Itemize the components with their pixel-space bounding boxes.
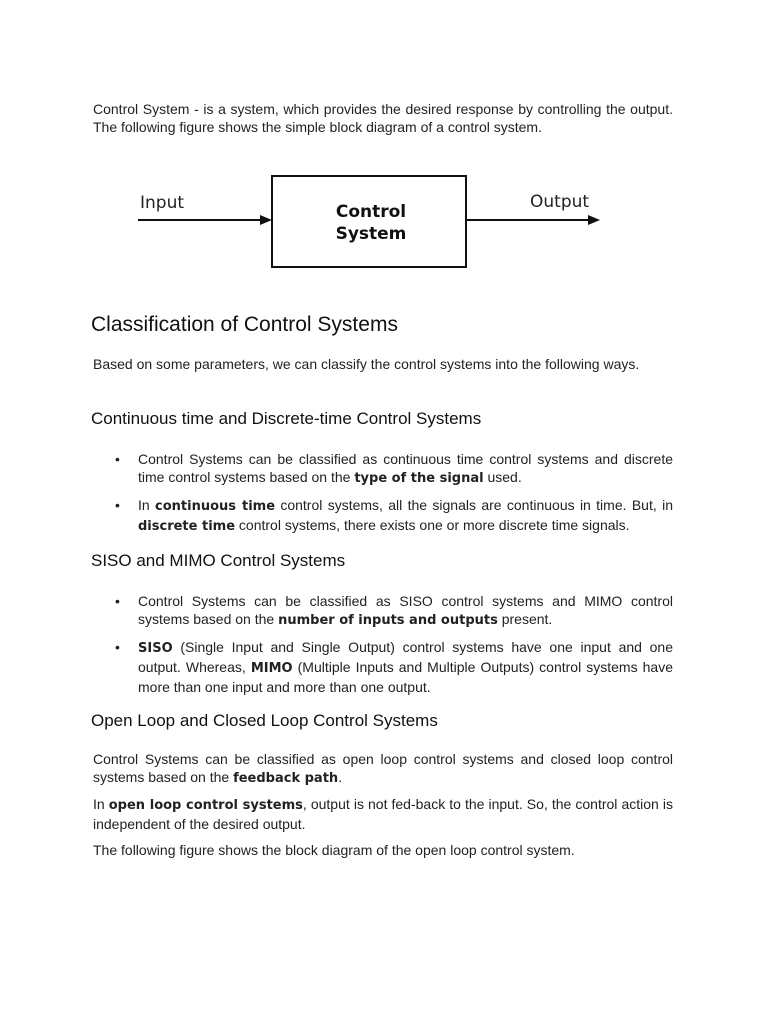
text-run: Control Systems can be classified as ope… [93,751,673,785]
list-item: • In continuous time control systems, al… [115,496,673,536]
bold-term: SISO [138,641,173,656]
classification-heading: Classification of Control Systems [91,313,398,336]
continuous-heading: Continuous time and Discrete-time Contro… [91,409,482,428]
bold-term: type of the signal [354,471,484,486]
intro-paragraph: Control System - is a system, which prov… [93,101,673,135]
text-run: , output is not fed-back to the input. S… [93,796,673,832]
bold-term: continuous time [155,499,276,514]
text-run: control systems, there exists one or mor… [235,517,630,533]
diagram-output-label: Output [530,192,589,212]
bullet-marker: • [115,639,120,655]
text-run: (Multiple Inputs and Multiple Outputs) c… [138,659,673,695]
box-label-line1: Control [336,202,406,222]
text-run: present. [497,611,553,627]
bold-term: feedback path [233,771,339,786]
bold-term: open loop control systems [108,798,303,813]
text-run: In [93,796,109,812]
box-label-line2: System [336,224,407,244]
list-item: • SISO (Single Input and Single Output) … [115,638,673,696]
openloop-paragraph-2: In open loop control systems, output is … [93,795,673,833]
openloop-paragraph-1: Control Systems can be classified as ope… [93,750,673,788]
openloop-heading: Open Loop and Closed Loop Control System… [91,711,438,730]
text-run: . [338,769,343,785]
bold-term: discrete time [138,519,236,534]
text-run: Control Systems can be classified as SIS… [138,593,673,627]
text-run: Control Systems can be classified as con… [138,451,673,485]
bold-term: number of inputs and outputs [278,613,498,628]
list-item-text: Control Systems can be classified as SIS… [138,592,673,630]
openloop-paragraph-3: The following figure shows the block dia… [93,842,575,858]
bullet-marker: • [115,451,120,467]
control-system-box [271,175,467,268]
siso-heading: SISO and MIMO Control Systems [91,551,346,570]
bullet-marker: • [115,497,120,513]
classification-intro: Based on some parameters, we can classif… [93,356,640,372]
text-run: (Single Input and Single Output) control… [138,639,673,675]
diagram-input-label: Input [140,193,184,213]
list-item-text: Control Systems can be classified as con… [138,450,673,488]
list-item-text: In continuous time control systems, all … [138,496,673,536]
control-system-block-diagram: Input Control System Output [138,175,600,268]
bold-term: MIMO [250,661,293,676]
list-item: • Control Systems can be classified as c… [115,450,673,488]
input-arrowhead [260,215,272,225]
text-run: In [138,497,156,513]
bullet-marker: • [115,593,120,609]
text-run: control systems, all the signals are con… [275,497,673,513]
output-arrowhead [588,215,600,225]
list-item-text: SISO (Single Input and Single Output) co… [138,638,673,696]
text-run: used. [483,469,522,485]
list-item: • Control Systems can be classified as S… [115,592,673,630]
